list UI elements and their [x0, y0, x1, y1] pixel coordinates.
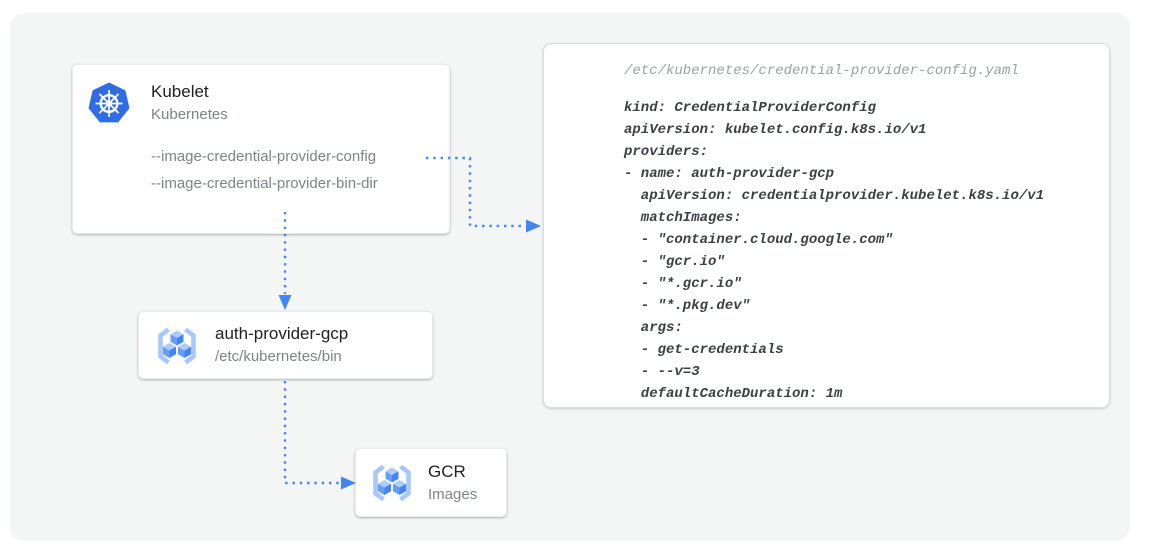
- kubernetes-icon: [87, 81, 131, 125]
- container-registry-icon: [370, 461, 414, 505]
- config-file-path: /etc/kubernetes/credential-provider-conf…: [624, 63, 1019, 79]
- auth-provider-card: auth-provider-gcp /etc/kubernetes/bin: [138, 311, 433, 379]
- gcr-card-header: GCR Images: [428, 460, 477, 506]
- kubelet-card-header: Kubelet Kubernetes: [151, 80, 228, 126]
- gcr-title: GCR: [428, 462, 466, 481]
- kubelet-title: Kubelet: [151, 82, 209, 101]
- config-yaml-panel: /etc/kubernetes/credential-provider-conf…: [543, 43, 1110, 408]
- kubelet-subtitle: Kubernetes: [151, 106, 228, 123]
- container-registry-icon: [155, 324, 199, 368]
- gcr-subtitle: Images: [428, 486, 478, 503]
- kubelet-card: Kubelet Kubernetes --image-credential-pr…: [72, 64, 450, 234]
- auth-provider-title: auth-provider-gcp: [215, 324, 349, 343]
- config-yaml-code: kind: CredentialProviderConfig apiVersio…: [624, 100, 1045, 402]
- flag-image-credential-provider-config: --image-credential-provider-config: [151, 148, 377, 165]
- flag-image-credential-provider-bin-dir: --image-credential-provider-bin-dir: [151, 175, 378, 192]
- auth-provider-path: /etc/kubernetes/bin: [215, 348, 342, 365]
- kubelet-flags: --image-credential-provider-config --ima…: [151, 143, 378, 197]
- gcr-card: GCR Images: [355, 448, 507, 517]
- auth-provider-card-header: auth-provider-gcp /etc/kubernetes/bin: [215, 322, 348, 368]
